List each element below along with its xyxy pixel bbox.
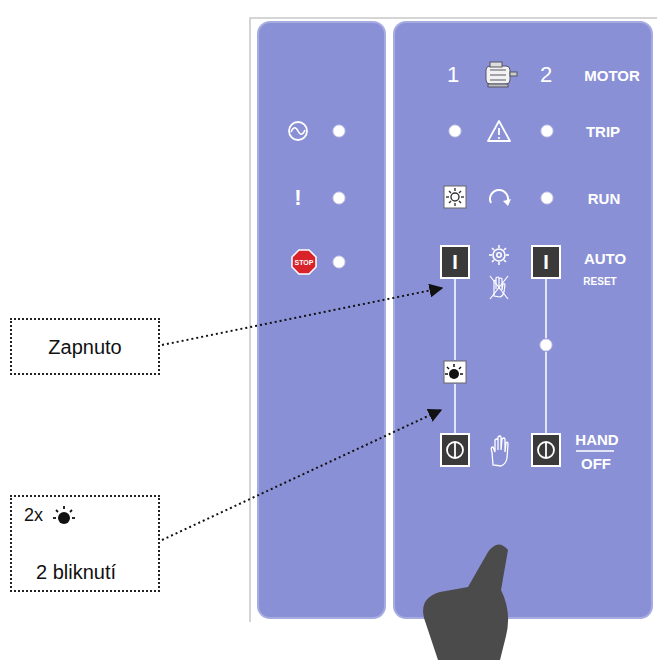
led-dots (333, 125, 553, 351)
stop-icon (292, 250, 316, 274)
leader-line (162, 288, 442, 345)
callout-text: 2 bliknutí (24, 560, 116, 584)
right-panel (394, 22, 652, 618)
power-icon (289, 122, 307, 140)
text-row: 2x (24, 503, 77, 529)
switch-lines (455, 279, 546, 433)
panel-label: ! (294, 187, 301, 209)
pointing-hand (423, 544, 508, 660)
motor-icon (486, 62, 517, 87)
callout-text: 2x (24, 505, 43, 527)
stop-text: STOP (295, 259, 314, 266)
frame-line (250, 18, 657, 622)
panel-label: AUTO (584, 251, 626, 266)
no-hand-icon (490, 276, 508, 299)
gear-icon (489, 245, 509, 265)
buttons (441, 246, 560, 466)
panel-label: TRIP (586, 124, 620, 139)
rotate-icon (490, 190, 511, 206)
motor-number: 1 (447, 64, 459, 86)
blink-icon (51, 503, 77, 529)
motor-number: 2 (540, 64, 552, 86)
hand-off-divider (576, 450, 614, 452)
blink-led (444, 361, 466, 383)
panel-label: I (452, 252, 458, 272)
panel-label: RESET (583, 277, 616, 287)
leader-line (162, 410, 441, 540)
lit-led (444, 186, 466, 208)
panel-label: OFF (581, 456, 611, 471)
hand-icon (491, 436, 508, 466)
panel-label: MOTOR (584, 68, 640, 83)
warning-icon (488, 121, 510, 141)
panel-label: HAND (575, 432, 618, 447)
panel-label: I (543, 252, 549, 272)
callout-box: 2x 2 bliknutí (10, 495, 160, 592)
callout-box: Zapnuto (10, 318, 160, 375)
callout-text: Zapnuto (48, 335, 121, 359)
left-panel (258, 22, 385, 618)
panel-label: RUN (588, 191, 621, 206)
